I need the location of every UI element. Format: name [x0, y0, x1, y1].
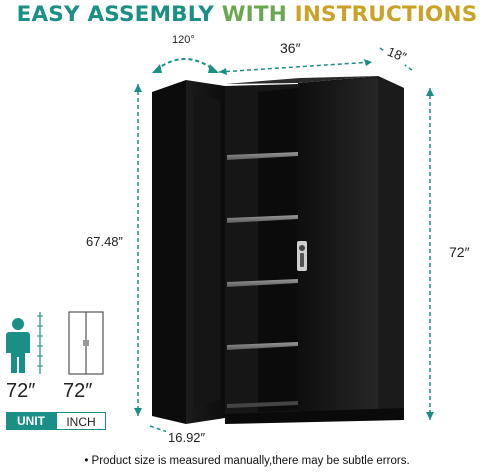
unit-badge: UNIT: [6, 412, 56, 430]
cabinet-shelves: [227, 152, 298, 408]
headline: EASY ASSEMBLY WITH INSTRUCTIONS: [0, 2, 494, 27]
mini-cabinet-icon: [68, 311, 104, 375]
dimension-ticks: [134, 59, 434, 420]
footnote: • Product size is measured manually,ther…: [84, 455, 410, 467]
height-label: 72″: [449, 244, 470, 260]
cabinet-base: [225, 408, 404, 424]
cabinet-height-value: 72″: [63, 380, 93, 402]
door-angle-label: 120°: [170, 34, 197, 46]
headline-word-3: INSTRUCTIONS: [294, 2, 478, 27]
width-label: 36″: [278, 40, 303, 56]
inch-badge: INCH: [56, 412, 106, 430]
headline-word-1: EASY ASSEMBLY: [16, 2, 215, 27]
inner-height-label: 67.48”: [84, 234, 125, 249]
right-door: [297, 78, 378, 416]
cabinet-interior: [225, 84, 298, 418]
door-width-label: 16.92″: [166, 430, 208, 445]
headline-word-2: WITH: [221, 2, 287, 27]
person-icon: [6, 312, 43, 374]
left-door: [152, 80, 225, 424]
door-angle-arrow: [152, 58, 219, 73]
person-height-value: 72″: [6, 380, 36, 402]
